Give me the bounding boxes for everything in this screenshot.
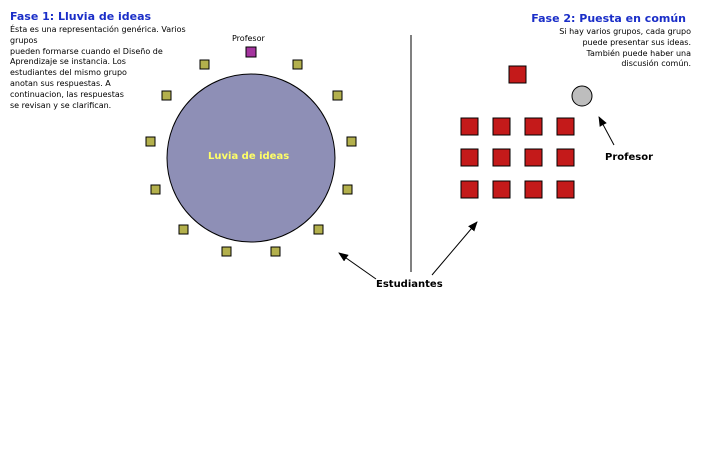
student-square bbox=[332, 90, 343, 101]
student-grid bbox=[460, 117, 575, 199]
student-square bbox=[150, 184, 161, 195]
student-block bbox=[460, 180, 479, 199]
student-block bbox=[556, 148, 575, 167]
brainstorm-circle bbox=[166, 73, 336, 243]
student-square bbox=[346, 136, 357, 147]
student-block bbox=[556, 180, 575, 199]
brainstorm-label: Luvia de ideas bbox=[208, 151, 290, 162]
student-square bbox=[313, 224, 324, 235]
student-block bbox=[460, 148, 479, 167]
arrow-to-grid bbox=[431, 221, 478, 276]
student-square bbox=[161, 90, 172, 101]
student-block bbox=[492, 117, 511, 136]
student-block bbox=[460, 117, 479, 136]
teacher-circle bbox=[571, 85, 593, 107]
presenter-square bbox=[508, 65, 527, 84]
phase1-teacher-label: Profesor bbox=[232, 34, 265, 43]
student-square bbox=[292, 59, 303, 70]
student-square bbox=[342, 184, 353, 195]
student-square bbox=[145, 136, 156, 147]
student-block bbox=[524, 117, 543, 136]
phase1-description: Ésta es una representación genérica. Var… bbox=[10, 25, 186, 110]
student-square bbox=[270, 246, 281, 257]
phase2-teacher-label: Profesor bbox=[605, 152, 654, 163]
student-ring bbox=[145, 59, 357, 257]
student-square bbox=[199, 59, 210, 70]
arrow-to-ring bbox=[338, 252, 377, 280]
student-block bbox=[524, 180, 543, 199]
student-block bbox=[492, 148, 511, 167]
student-square bbox=[221, 246, 232, 257]
student-block bbox=[524, 148, 543, 167]
teacher-square-small bbox=[245, 46, 257, 58]
phase2-description: Si hay varios grupos, cada grupo puede p… bbox=[559, 27, 691, 69]
phase1-title: Fase 1: Lluvia de ideas bbox=[10, 10, 152, 23]
phase2-title: Fase 2: Puesta en común bbox=[531, 12, 686, 25]
arrow-to-teacher bbox=[598, 116, 615, 146]
student-block bbox=[556, 117, 575, 136]
student-square bbox=[178, 224, 189, 235]
student-block bbox=[492, 180, 511, 199]
students-label: Estudiantes bbox=[376, 279, 443, 290]
